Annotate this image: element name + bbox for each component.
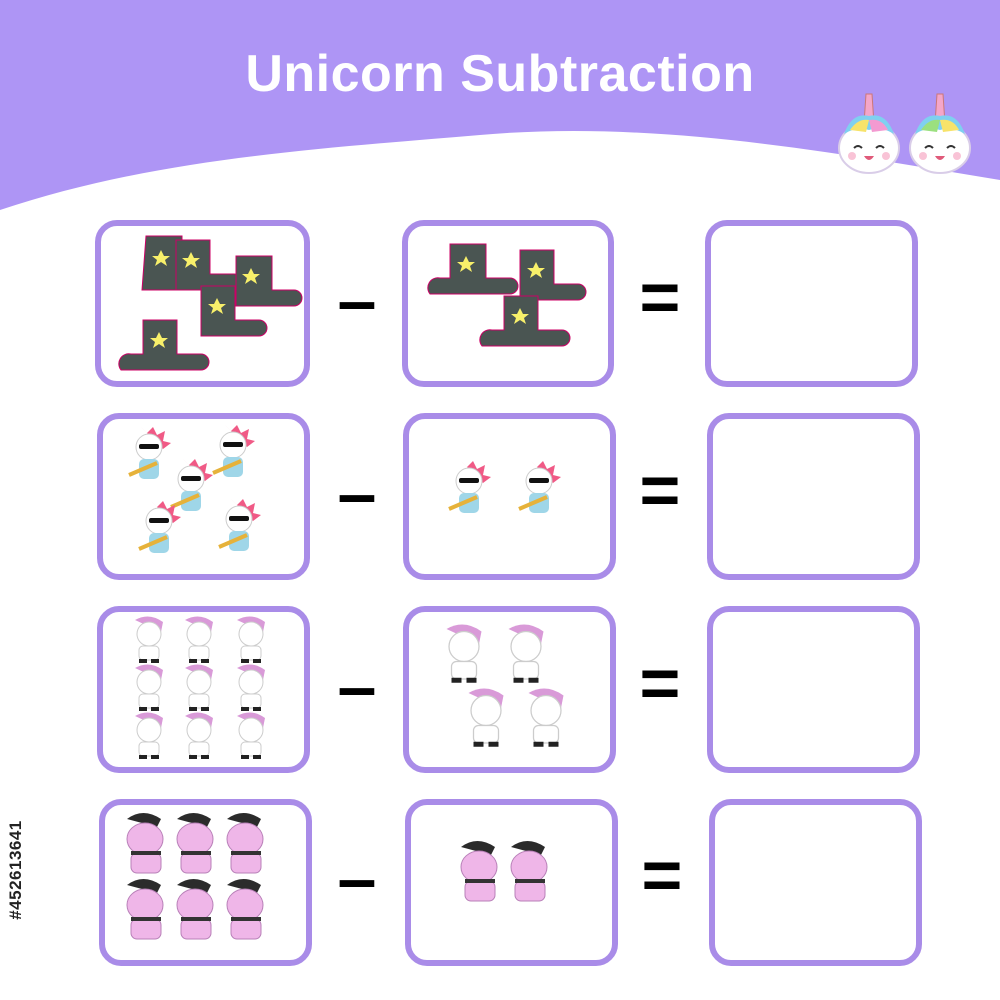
- grumpy-unicorn-icon: [135, 616, 163, 663]
- minuend-picture-2: [128, 425, 261, 553]
- answer-box-3[interactable]: [707, 606, 920, 773]
- pink-rocker-unicorn-icon: [460, 841, 498, 902]
- pink-rocker-unicorn-icon: [226, 813, 264, 874]
- answer-box-1[interactable]: [705, 220, 918, 387]
- minus-sign: –: [337, 839, 377, 917]
- punk-unicorn-guitar-icon: [170, 459, 213, 511]
- subtrahend-box-2: [403, 413, 616, 580]
- equals-sign: =: [641, 836, 683, 914]
- subtrahend-box-1: [402, 220, 614, 387]
- grumpy-unicorn-icon: [185, 664, 213, 711]
- punk-unicorn-guitar-icon: [212, 425, 255, 477]
- answer-box-4[interactable]: [709, 799, 922, 966]
- pink-rocker-unicorn-icon: [176, 813, 214, 874]
- minuend-picture-3: [135, 616, 265, 759]
- equals-sign: =: [639, 644, 681, 722]
- subtrahend-picture-4: [460, 841, 548, 902]
- minus-sign: –: [337, 454, 377, 532]
- punk-unicorn-guitar-icon: [518, 461, 561, 513]
- minus-sign: –: [337, 647, 377, 725]
- minuend-box-1: [95, 220, 310, 387]
- grumpy-unicorn-icon: [528, 688, 564, 747]
- grumpy-unicorn-icon: [135, 712, 163, 759]
- grumpy-unicorn-icon: [135, 664, 163, 711]
- minus-sign: –: [337, 261, 377, 339]
- equals-sign: =: [639, 451, 681, 529]
- answer-box-2[interactable]: [707, 413, 920, 580]
- pink-rocker-unicorn-icon: [226, 879, 264, 940]
- punk-unicorn-guitar-icon: [218, 499, 261, 551]
- grumpy-unicorn-icon: [446, 624, 482, 683]
- grumpy-unicorn-icon: [237, 616, 265, 663]
- boot-icon: [200, 285, 268, 337]
- equals-sign: =: [639, 258, 681, 336]
- unicorn-head-icon: [838, 93, 900, 174]
- header-wave: [0, 0, 1000, 210]
- grumpy-unicorn-icon: [185, 616, 213, 663]
- pink-rocker-unicorn-icon: [126, 879, 164, 940]
- boot-icon: [118, 319, 210, 371]
- unicorn-head-icon: [909, 93, 971, 174]
- stock-id-text: #452613641: [6, 820, 25, 920]
- boot-icon: [519, 249, 587, 301]
- boot-icon: [479, 295, 571, 347]
- grumpy-unicorn-icon: [237, 712, 265, 759]
- punk-unicorn-guitar-icon: [128, 427, 171, 479]
- page-title: Unicorn Subtraction: [245, 45, 755, 103]
- minuend-picture-1: [118, 235, 303, 371]
- minuend-box-2: [97, 413, 310, 580]
- punk-unicorn-guitar-icon: [138, 501, 181, 553]
- subtrahend-picture-2: [448, 461, 561, 513]
- subtrahend-picture-3: [446, 624, 564, 747]
- grumpy-unicorn-icon: [508, 624, 544, 683]
- boot-icon: [175, 239, 243, 291]
- pink-rocker-unicorn-icon: [510, 841, 548, 902]
- subtrahend-box-3: [403, 606, 616, 773]
- pink-rocker-unicorn-icon: [176, 879, 214, 940]
- grumpy-unicorn-icon: [237, 664, 265, 711]
- punk-unicorn-guitar-icon: [448, 461, 491, 513]
- boot-icon: [235, 255, 303, 307]
- minuend-picture-4: [126, 813, 264, 940]
- boot-icon: [427, 243, 519, 295]
- subtrahend-box-4: [405, 799, 618, 966]
- minuend-box-3: [97, 606, 310, 773]
- grumpy-unicorn-icon: [185, 712, 213, 759]
- pink-rocker-unicorn-icon: [126, 813, 164, 874]
- minuend-box-4: [99, 799, 312, 966]
- stock-id-watermark: #452613641: [6, 770, 30, 970]
- grumpy-unicorn-icon: [468, 688, 504, 747]
- subtrahend-picture-1: [427, 243, 587, 347]
